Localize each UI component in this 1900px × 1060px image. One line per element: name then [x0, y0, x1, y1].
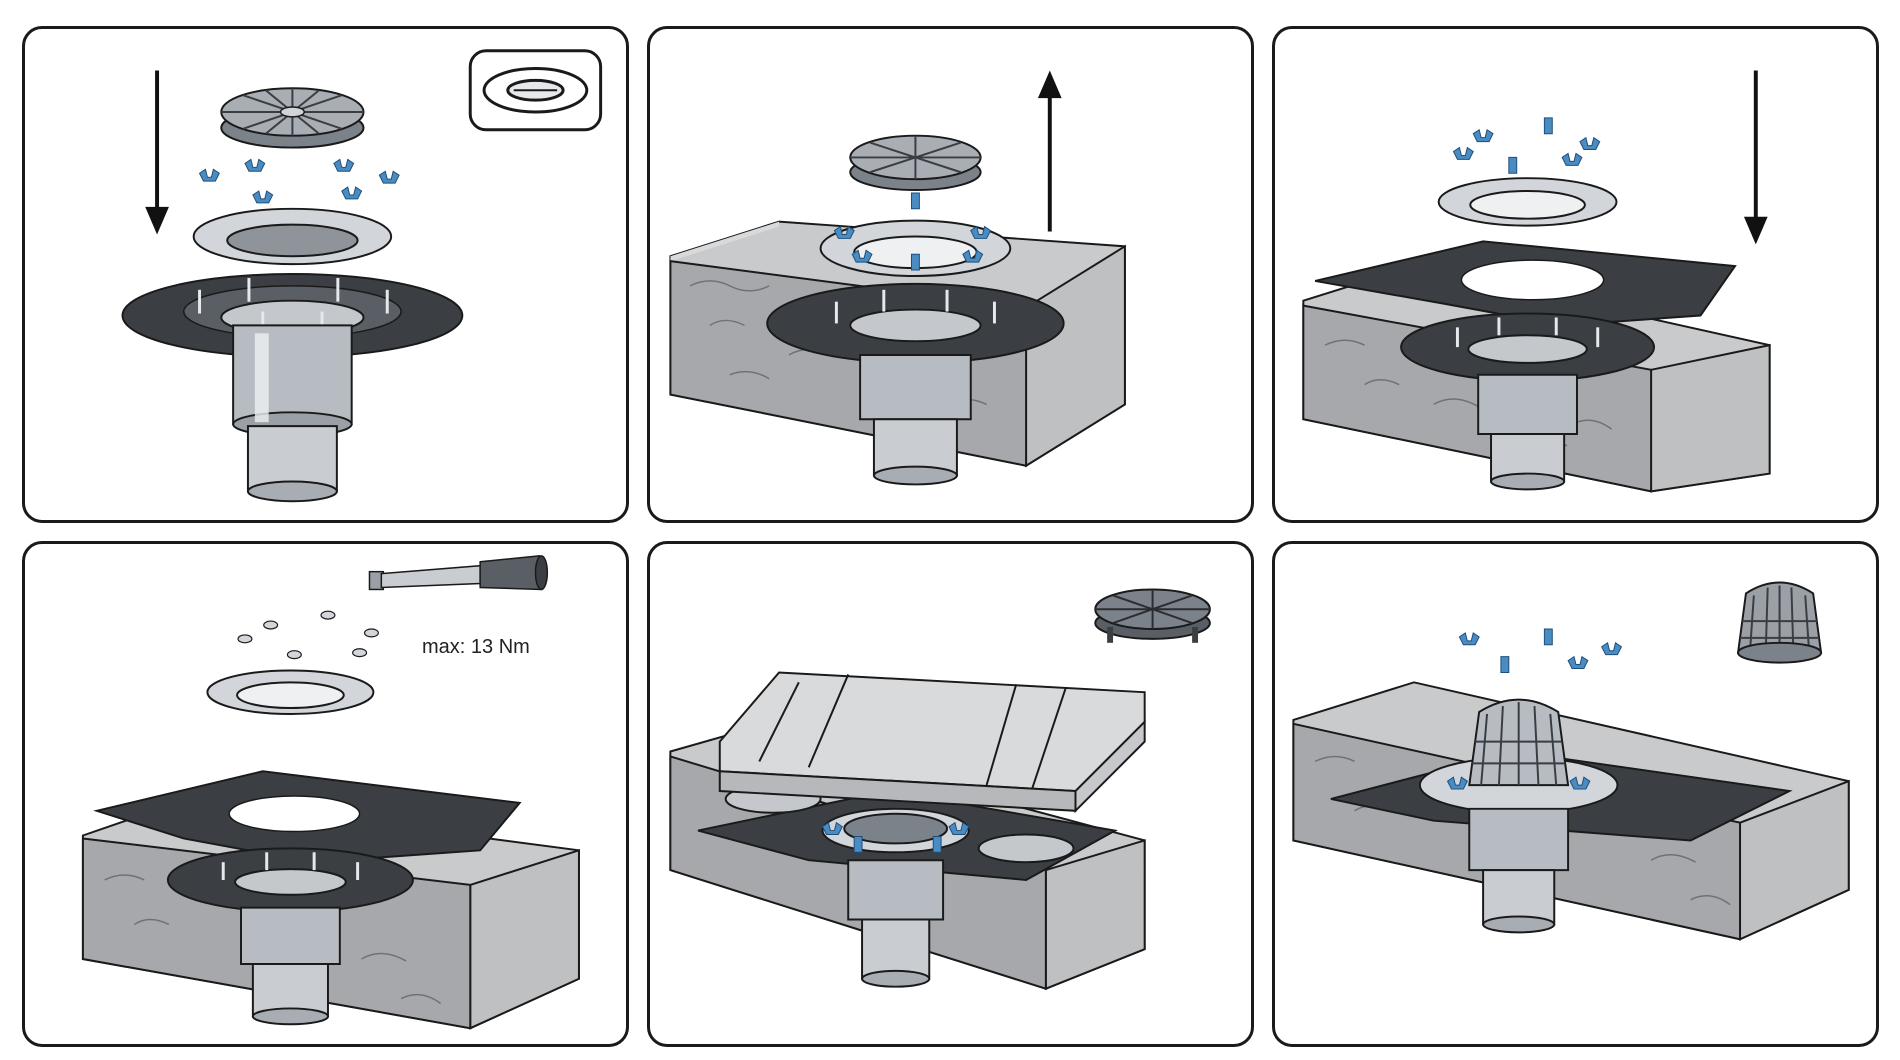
drain-flange-icon: [1400, 312, 1656, 382]
drain-body-icon: [240, 906, 341, 1026]
torque-label: max: 13 Nm: [422, 636, 530, 658]
drain-body-icon: [1477, 373, 1578, 491]
sealing-ring-inset: [468, 49, 603, 132]
drain-body-icon: [821, 807, 970, 988]
step-6-illustration: [1292, 581, 1850, 941]
drain-body-icon: [859, 354, 972, 486]
wing-nut-icons: [198, 158, 400, 204]
step-panel-6: [1272, 541, 1879, 1047]
dome-grate-icon: [1468, 698, 1570, 787]
drain-body-icon: [1418, 756, 1619, 934]
step-panel-3: [1272, 26, 1879, 523]
nut-icons: [237, 610, 379, 660]
step-2-illustration: [669, 70, 1126, 486]
flat-grate-icon: [220, 87, 365, 149]
step-1-illustration: [121, 49, 603, 503]
step-panel-5: [647, 541, 1254, 1047]
arrow-up-icon: [1037, 70, 1062, 232]
clamping-ring-icon: [1437, 177, 1618, 227]
wing-nut-icons: [821, 821, 970, 853]
membrane-sheet-icon: [1314, 240, 1737, 327]
membrane-sheet-icon: [93, 770, 522, 864]
dome-grate-icon: [1736, 581, 1823, 664]
step-4-illustration: [81, 555, 580, 1030]
step-5-illustration: [669, 588, 1211, 991]
torque-wrench-icon: [368, 555, 549, 591]
step-panel-4: max: 13 Nm: [22, 541, 629, 1047]
drain-body-icon: [232, 324, 353, 503]
wing-nut-icons: [1446, 628, 1623, 790]
flat-grate-icon: [849, 134, 982, 192]
wing-nut-icons: [1452, 117, 1601, 174]
drain-flange-icon: [166, 847, 414, 913]
step-panel-1: [22, 26, 629, 523]
clamping-ring-icon: [192, 207, 393, 266]
flat-grate-icon: [1094, 588, 1211, 643]
wing-nut-icons: [833, 192, 992, 271]
arrow-down-icon: [1743, 70, 1768, 245]
step-3-illustration: [1302, 70, 1771, 493]
paving-slab-icons: [718, 671, 1146, 864]
clamping-ring-icon: [206, 669, 375, 715]
arrow-down-icon: [145, 70, 169, 235]
step-panel-2: [647, 26, 1254, 523]
drain-flange-icon: [766, 282, 1065, 364]
